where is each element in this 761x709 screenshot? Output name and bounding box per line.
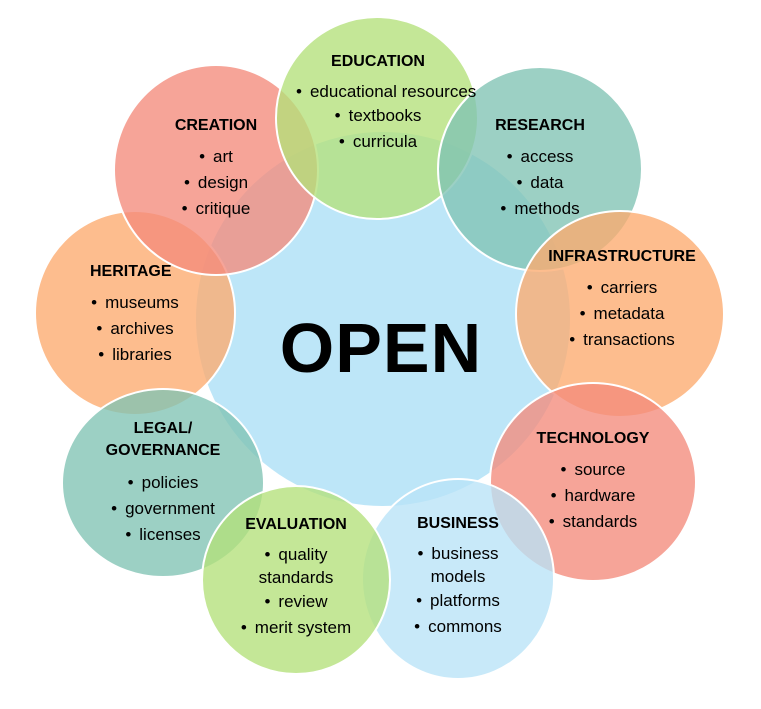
list-item: design [146, 170, 286, 196]
list-item: carriers [540, 275, 704, 301]
list-item: review [226, 589, 366, 615]
petal-circle-business [361, 478, 555, 680]
petal-title: EVALUATION [245, 516, 347, 533]
list-item: archives [60, 316, 210, 342]
petal-heritage: HERITAGE museums archives libraries [60, 262, 210, 368]
petal-title: RESEARCH [495, 117, 585, 134]
list-item: platforms [390, 588, 526, 614]
list-item: government [86, 496, 240, 522]
list-item: source [520, 457, 666, 483]
list-item: libraries [60, 342, 210, 368]
petal-infrastructure: INFRASTRUCTURE carriers metadata transac… [540, 247, 704, 353]
petal-title: LEGAL/ GOVERNANCE [105, 420, 221, 459]
list-item: merit system [226, 615, 366, 641]
list-item: access [470, 144, 610, 170]
petal-business: BUSINESS business models platforms commo… [390, 514, 526, 640]
list-item: quality standards [226, 543, 366, 589]
petal-title: EDUCATION [331, 53, 425, 70]
petal-title: CREATION [174, 117, 258, 134]
list-item: commons [390, 614, 526, 640]
list-item: hardware [520, 483, 666, 509]
petal-education: EDUCATION educational resources textbook… [296, 52, 476, 155]
petal-circle-infrastructure [515, 210, 725, 418]
petal-creation: CREATION art design critique [146, 116, 286, 222]
list-item: museums [60, 290, 210, 316]
list-item: data [470, 170, 610, 196]
list-item: policies [86, 470, 240, 496]
petal-title: TECHNOLOGY [536, 430, 650, 447]
petal-legal-governance: LEGAL/ GOVERNANCE policies government li… [86, 418, 240, 548]
petal-title: BUSINESS [417, 515, 499, 532]
list-item: critique [146, 196, 286, 222]
list-item: art [146, 144, 286, 170]
petal-research: RESEARCH access data methods [470, 116, 610, 222]
list-item: licenses [86, 522, 240, 548]
list-item: methods [470, 196, 610, 222]
petal-title: HERITAGE [90, 263, 172, 280]
list-item: curricula [296, 129, 460, 155]
list-item: educational resources [296, 80, 476, 103]
center-label: OPEN [279, 309, 483, 387]
list-item: textbooks [296, 103, 460, 129]
petal-technology: TECHNOLOGY source hardware standards [520, 429, 666, 535]
list-item: transactions [540, 327, 704, 353]
petal-evaluation: EVALUATION quality standards review meri… [226, 515, 366, 641]
petal-title: INFRASTRUCTURE [548, 248, 696, 265]
petal-circle-evaluation [201, 485, 391, 675]
list-item: business models [390, 542, 526, 588]
petal-circle-legal [61, 388, 265, 578]
list-item: standards [520, 509, 666, 535]
list-item: metadata [540, 301, 704, 327]
